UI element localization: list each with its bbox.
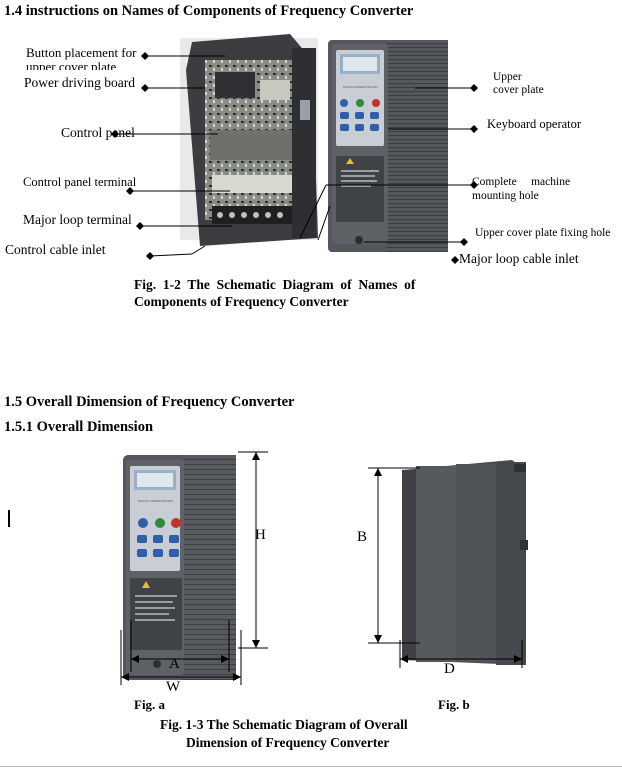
- side-view-photo: [402, 460, 528, 665]
- label-control-panel: Control panel: [61, 125, 135, 140]
- section-1-5-heading: 1.5 Overall Dimension of Frequency Conve…: [4, 394, 295, 410]
- front-view-photo: DIGITAL OPERATOR E50: [123, 455, 236, 680]
- dimension-lines-side: [368, 467, 523, 668]
- dimension-label-b: B: [357, 529, 368, 545]
- open-converter-photo: [180, 34, 318, 246]
- figure-1-3-caption-line2: Dimension of Frequency Converter: [186, 735, 390, 750]
- dimension-arrows-front: [121, 452, 260, 681]
- label-button-placement: Button placement for: [26, 45, 137, 60]
- label-mounting-hole: Complete machine: [472, 176, 571, 188]
- figure-1-2-illustration: DIGITAL OPERATOR E50: [111, 34, 478, 264]
- label-upper-cover-fixing-hole: Upper cover plate fixing hole: [475, 227, 611, 239]
- dimension-label-h: H: [255, 527, 266, 543]
- figure-1-3-caption-line1: Fig. 1-3 The Schematic Diagram of Overal…: [160, 717, 408, 732]
- closed-converter-photo: DIGITAL OPERATOR E50: [328, 40, 448, 252]
- label-major-loop-cable-inlet: Major loop cable inlet: [459, 251, 579, 266]
- display-caption-text: DIGITAL OPERATOR E50: [343, 85, 378, 89]
- dimension-lines-front: [120, 451, 268, 685]
- diamond-markers: [111, 52, 478, 264]
- label-upper-cover-plate: Upper: [493, 71, 522, 83]
- figure-1-2-caption-line1: Fig. 1-2 The Schematic Diagram of Names …: [134, 277, 416, 292]
- display-caption-text-front: DIGITAL OPERATOR E50: [138, 499, 173, 503]
- section-1-5-1-heading: 1.5.1 Overall Dimension: [4, 419, 154, 435]
- label-control-cable-inlet: Control cable inlet: [5, 242, 106, 257]
- label-control-panel-terminal: Control panel terminal: [23, 175, 137, 189]
- label-button-placement-line2: upper cover plate: [26, 60, 117, 70]
- label-mounting-hole-line2: mounting hole: [472, 190, 539, 202]
- label-keyboard-operator: Keyboard operator: [487, 117, 582, 131]
- dimension-arrows-side: [374, 468, 522, 663]
- fig-b-label: Fig. b: [438, 697, 470, 712]
- section-1-4-heading: 1.4 instructions on Names of Components …: [4, 3, 414, 19]
- label-upper-cover-plate-line2: cover plate: [493, 84, 544, 96]
- figure-1-3-illustration: DIGITAL OPERATOR E50: [120, 451, 528, 685]
- page-bottom-rule: [0, 766, 622, 767]
- dimension-label-d: D: [444, 661, 455, 677]
- fig-a-label: Fig. a: [134, 697, 166, 712]
- leader-lines-left: [115, 55, 232, 257]
- dimension-label-w: W: [166, 679, 181, 695]
- text-cursor: [8, 510, 10, 527]
- label-power-driving-board: Power driving board: [24, 75, 135, 90]
- label-major-loop-terminal: Major loop terminal: [23, 212, 132, 227]
- figure-1-2-caption-line2: Components of Frequency Converter: [134, 294, 349, 309]
- leader-lines-right: [299, 87, 474, 243]
- dimension-label-a: A: [169, 656, 180, 672]
